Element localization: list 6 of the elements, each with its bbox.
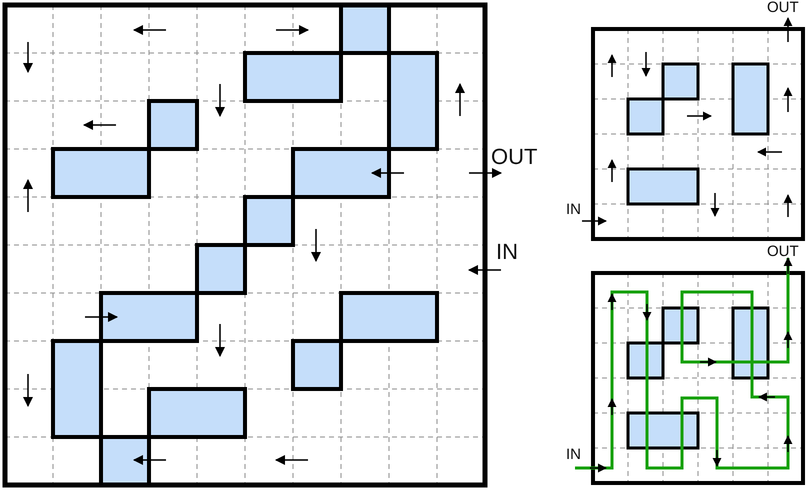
port-label: OUT	[767, 0, 799, 15]
port-label: IN	[566, 202, 581, 217]
port-label: IN	[496, 241, 518, 263]
port-label: OUT	[491, 146, 538, 168]
port-label: IN	[566, 447, 581, 462]
port-label: OUT	[767, 244, 799, 259]
